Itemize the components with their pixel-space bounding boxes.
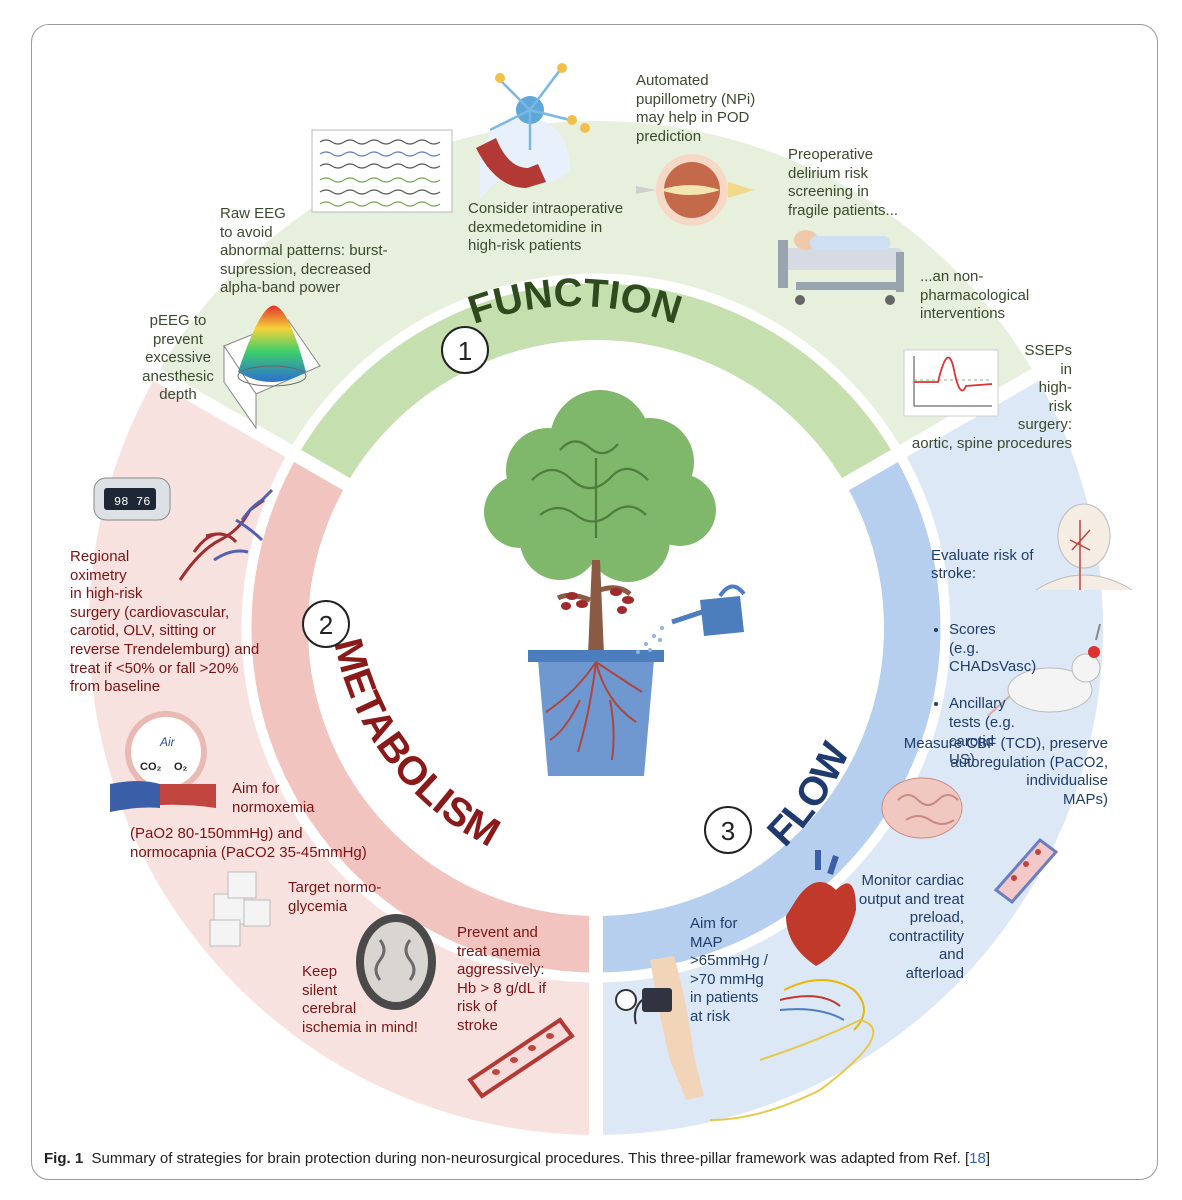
- metabolism-inner-sector: [246, 453, 597, 978]
- svg-text:CO₂: CO₂: [140, 761, 162, 773]
- lab-mouse-icon: [987, 623, 1101, 717]
- anemia-note: Prevent and treat anemia aggressively: H…: [457, 924, 547, 1034]
- neuron-vessel-icon: [476, 63, 590, 200]
- normoglycemia-note: Target normo- glycemia: [288, 879, 382, 915]
- svg-text:2: 2: [319, 610, 333, 640]
- normocapnia-note: (PaO2 80-150mmHg) and normocapnia (PaCO2…: [130, 825, 367, 861]
- stroke-risk-bullet-tests: Ancillary tests (e.g. carotid US): [949, 695, 1051, 769]
- stroke-risk-title: Evaluate risk of stroke:: [931, 546, 1034, 583]
- peeg-note: pEEG to prevent excessive anesthesic dep…: [142, 312, 214, 404]
- svg-text:O₂: O₂: [174, 761, 188, 773]
- delirium-screening-note: Preoperative delirium risk screening in …: [788, 146, 899, 219]
- blood-vessel-network-icon: [178, 488, 274, 581]
- regional-oximetry-note: Regional oximetry in high-risk surgery (…: [70, 548, 260, 696]
- watering-can-icon: [636, 584, 746, 654]
- head-vasculature-icon: [1035, 503, 1133, 591]
- hospital-bed-icon: [778, 230, 904, 305]
- svg-text:1: 1: [458, 336, 472, 366]
- alveolus-gas-exchange-icon: Air CO₂ O₂: [110, 711, 216, 812]
- normoxemia-note: Aim for normoxemia: [232, 780, 315, 816]
- dexmedetomidine-note: Consider intraoperative dexmedetomidine …: [468, 200, 624, 255]
- sseps-note: SSEPs in high- risk surgery: aortic, spi…: [911, 342, 1072, 452]
- peeg-3d-surface-icon: [223, 305, 321, 430]
- tree-brain-illustration: [484, 390, 746, 776]
- eeg-trace-icon: [311, 129, 453, 213]
- figure-caption: Fig. 1 Summary of strategies for brain p…: [44, 1150, 990, 1167]
- caption-close: ]: [985, 1150, 990, 1167]
- silent-ischemia-note: Keep silent cerebral ischemia in mind!: [302, 963, 418, 1036]
- caption-text: Summary of strategies for brain protecti…: [91, 1150, 970, 1167]
- catheter-lines-icon: [709, 979, 875, 1121]
- svg-text:3: 3: [721, 816, 735, 846]
- flow-inner-sector: [596, 453, 946, 978]
- stroke-risk-bullet-scores: Scores (e.g. CHADsVasc): [949, 621, 1051, 677]
- raw-eeg-note: Raw EEG to avoid abnormal patterns: burs…: [220, 205, 388, 297]
- eye-icon: [636, 154, 754, 226]
- brain-mri-icon: [356, 914, 436, 1010]
- svg-text:98: 98: [114, 495, 128, 509]
- cbf-autoregulation-note: Measure CBF (TCD), preserve autoregulati…: [903, 735, 1108, 808]
- sseps-graph-icon: [903, 349, 999, 417]
- flow-number-badge: 3: [704, 806, 752, 854]
- stroke-risk-note: Evaluate risk of stroke: Scores (e.g. CH…: [931, 528, 1051, 807]
- figure-label: Fig. 1: [44, 1150, 84, 1167]
- pupillometry-note: Automated pupillometry (NPi) may help in…: [636, 72, 756, 145]
- flow-outer-sector: [596, 374, 1104, 1135]
- nonpharmacological-note: ...an non- pharmacological interventions: [920, 268, 1030, 323]
- svg-text:76: 76: [136, 495, 150, 509]
- map-target-note: Aim for MAP >65mmHg / >70 mmHg in patien…: [690, 915, 768, 1025]
- heart-icon: [786, 850, 856, 966]
- blood-pressure-cuff-icon: [615, 956, 704, 1100]
- stroke-risk-list: Scores (e.g. CHADsVasc) Ancillary tests …: [931, 602, 1051, 788]
- cardiac-output-note: Monitor cardiac output and treat preload…: [858, 872, 964, 982]
- blood-vessel-cells-icon: [467, 1017, 575, 1099]
- brain-icon: [881, 777, 963, 839]
- caption-reference-link[interactable]: 18: [969, 1150, 986, 1167]
- function-number-badge: 1: [441, 326, 489, 374]
- vessel-endothelium-icon: [993, 837, 1059, 905]
- svg-text:Air: Air: [159, 735, 176, 749]
- pulse-oximeter-icon: 98 76: [93, 477, 171, 521]
- function-inner-sector: [293, 278, 899, 488]
- sugar-cubes-icon: [209, 871, 271, 947]
- metabolism-number-badge: 2: [302, 600, 350, 648]
